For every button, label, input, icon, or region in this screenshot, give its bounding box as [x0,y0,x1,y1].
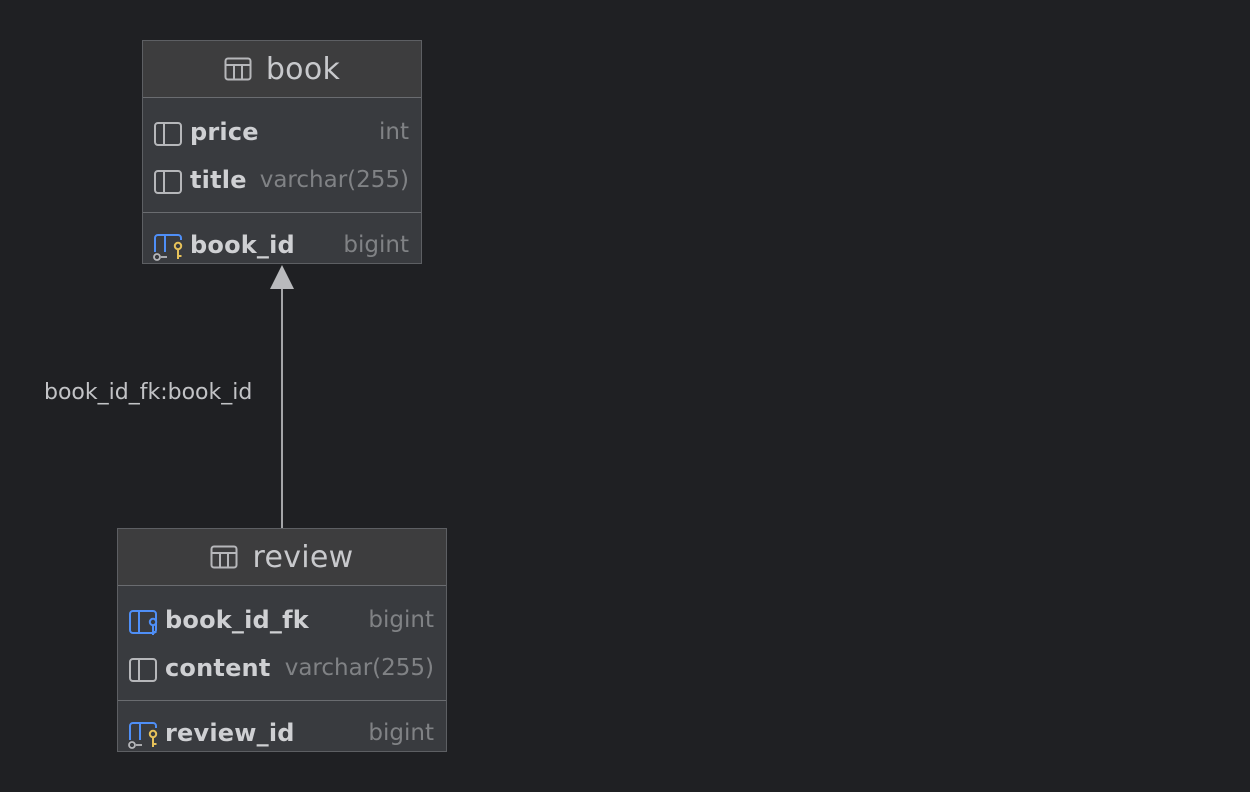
column-type: bigint [368,607,434,633]
table-book[interactable]: book price int title varchar(255) [142,40,422,264]
relationship-label[interactable]: book_id_fk:book_id [44,380,253,405]
column-type: varchar(255) [284,655,434,681]
column-type: varchar(255) [259,167,409,193]
column-name: title [190,166,247,194]
column-type: bigint [368,720,434,746]
columns-section: price int title varchar(255) [143,98,421,212]
column-row[interactable]: book_id bigint [143,221,421,269]
column-icon [154,170,182,194]
table-title: book [265,51,341,87]
primary-key-section: review_id bigint [118,700,446,757]
column-name: review_id [165,719,295,747]
column-name: content [165,654,271,682]
table-icon [224,57,252,81]
column-icon [129,658,157,682]
column-row[interactable]: book_id_fk bigint [118,596,446,644]
foreign-key-icon [129,610,158,635]
table-icon [210,545,238,569]
primary-key-section: book_id bigint [143,212,421,269]
table-review[interactable]: review book_id_fk bigint content varchar… [117,528,447,752]
column-name: book_id [190,231,295,259]
column-type: int [379,119,409,145]
column-row[interactable]: content varchar(255) [118,644,446,692]
relationship-arrowhead [270,265,294,289]
primary-key-icon [153,234,183,261]
column-row[interactable]: title varchar(255) [143,156,421,204]
column-row[interactable]: review_id bigint [118,709,446,757]
column-row[interactable]: price int [143,108,421,156]
table-title: review [252,539,354,575]
table-header[interactable]: review [118,529,446,586]
primary-key-icon [128,722,158,749]
columns-section: book_id_fk bigint content varchar(255) [118,586,446,700]
table-header[interactable]: book [143,41,421,98]
column-type: bigint [343,232,409,258]
column-icon [154,122,182,146]
column-name: price [190,118,259,146]
column-name: book_id_fk [165,606,309,634]
